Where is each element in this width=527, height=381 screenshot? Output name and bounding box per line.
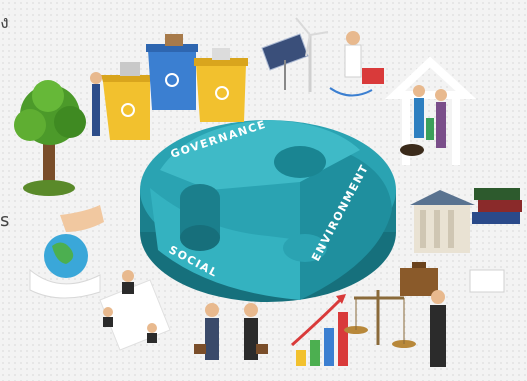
family-home-icon [384,56,477,165]
courthouse-books-icon [410,188,522,293]
scales-justice-icon [344,290,416,348]
solar-wind-energy-icon [261,17,329,92]
tree-icon [14,80,86,196]
doctor-patient-icon [329,31,384,97]
recycling-bins-icon [90,34,248,140]
employee-network-icon [99,270,171,351]
judge-briefcase-icon [400,262,446,367]
edge-text-mid: s [0,210,10,231]
growth-chart-icon [291,294,348,366]
esg-puzzle-disk: GOVERNANCE ENVIRONMENT SOCIAL [140,118,396,302]
hands-globe-icon [29,205,104,299]
environment-piece [300,150,392,300]
edge-text-top: ง [0,12,9,33]
business-handshake-icon [194,303,268,360]
